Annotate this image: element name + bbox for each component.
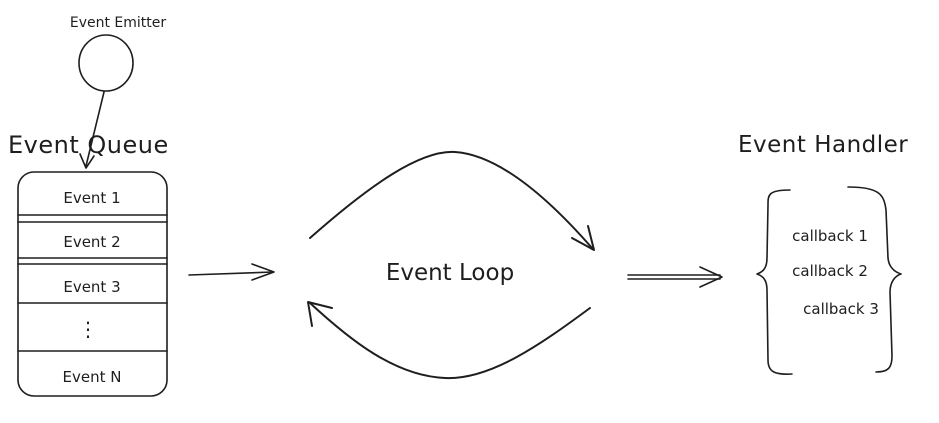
queue-to-loop-arrowhead	[251, 263, 275, 281]
callback-3: callback 3	[803, 300, 879, 318]
emitter-node	[78, 34, 134, 92]
loop-upper-arc	[309, 150, 593, 249]
queue-item-3: Event 3	[63, 278, 120, 296]
callback-2: callback 2	[792, 262, 868, 280]
queue-to-loop-arrow	[188, 271, 274, 276]
queue-title: Event Queue	[8, 131, 169, 159]
loop-to-handler-arrowhead	[699, 266, 723, 288]
handler-title: Event Handler	[738, 132, 908, 158]
queue-item-n: Event N	[63, 368, 122, 386]
handler-right-brace	[847, 186, 902, 373]
emitter-to-queue-arrowhead	[79, 153, 95, 169]
callback-1: callback 1	[792, 227, 868, 245]
loop-upper-arrowhead	[571, 225, 595, 251]
queue-ellipsis: ⋮	[78, 317, 98, 341]
emitter-label: Event Emitter	[70, 15, 167, 31]
loop-label: Event Loop	[386, 260, 514, 286]
handler-left-brace	[756, 189, 793, 375]
loop-lower-arc	[309, 302, 591, 380]
queue-item-1: Event 1	[63, 189, 120, 207]
loop-lower-arrowhead	[307, 301, 333, 327]
queue-container	[17, 171, 168, 397]
emitter-to-queue-connector	[85, 91, 105, 167]
queue-item-2: Event 2	[63, 233, 120, 251]
